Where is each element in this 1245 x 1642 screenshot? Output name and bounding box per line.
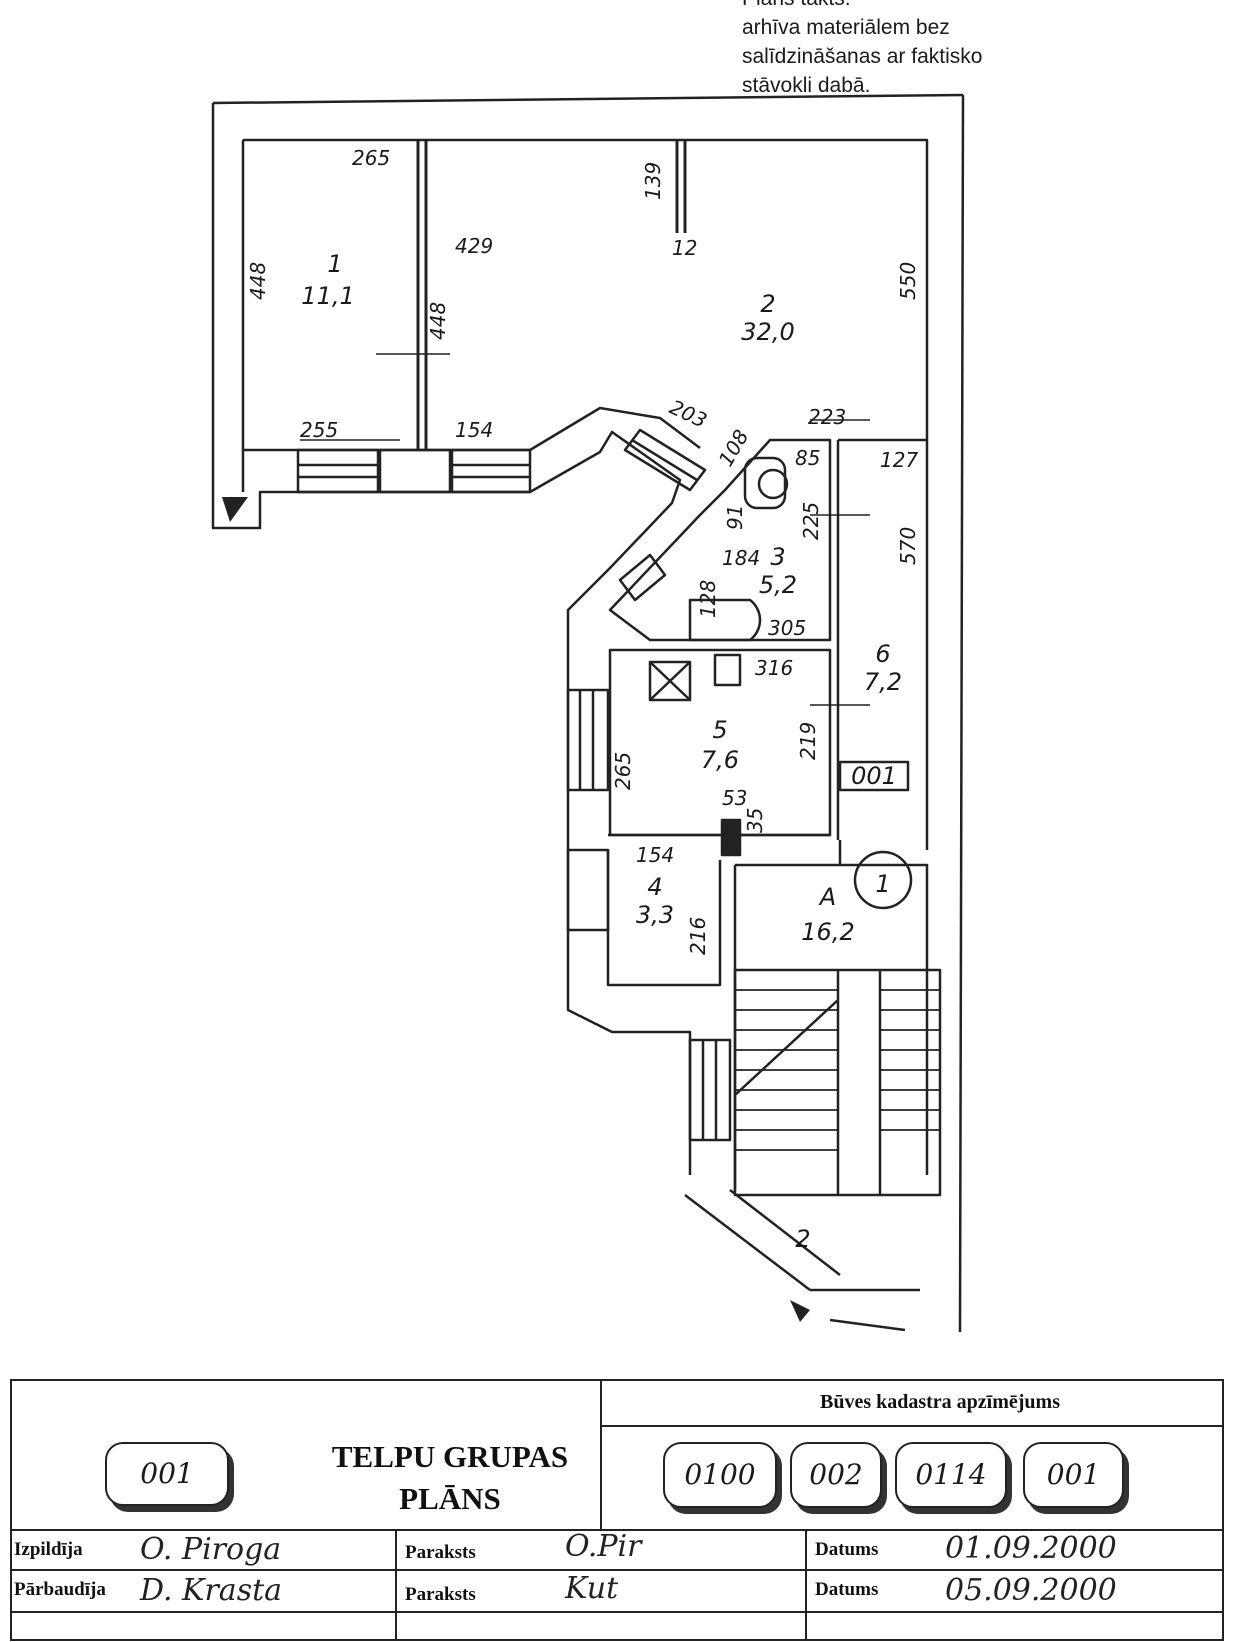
outer-wall-left <box>211 103 692 1175</box>
dim-label: 448 <box>246 262 270 300</box>
dim-label: 305 <box>768 616 806 640</box>
dim-label: 154 <box>455 418 493 442</box>
signature: Kut <box>565 1571 619 1606</box>
checker-name: D. Krasta <box>140 1573 283 1608</box>
date-label: Datums <box>815 1539 879 1560</box>
dim-label: 550 <box>896 262 920 300</box>
room-4-area: 3,3 <box>636 901 674 929</box>
room-6-area: 7,2 <box>864 668 902 696</box>
room-5-area: 7,6 <box>701 746 739 774</box>
group-tag: 001 <box>851 762 897 790</box>
signature-label: Paraksts <box>405 1584 476 1605</box>
cadastre-code-box: 001 <box>1023 1442 1124 1508</box>
title-block: 001 TELPU GRUPAS PLĀNS Būves kadastra ap… <box>10 1379 1224 1641</box>
room-4-number: 4 <box>647 873 662 901</box>
entrance-marker <box>222 497 248 522</box>
room-2-area: 32,0 <box>741 318 794 346</box>
archive-note-line: Plāns takts. <box>742 0 1072 13</box>
plan-title-line2: PLĀNS <box>399 1481 501 1516</box>
dim-label: 216 <box>686 917 710 955</box>
room-a-number: A <box>818 883 836 911</box>
cadastre-code-box: 002 <box>790 1442 882 1508</box>
dim-label: 265 <box>352 146 390 170</box>
group-tag-box <box>838 760 910 792</box>
room-3-area: 5,2 <box>759 571 797 599</box>
dim-label: 154 <box>636 843 674 867</box>
dim-label: 265 <box>611 752 635 790</box>
room-4-walls <box>606 850 722 987</box>
inner-wall-rooms-1-2 <box>243 138 929 850</box>
room-2-number: 2 <box>760 290 775 318</box>
room-3-number: 3 <box>770 543 785 571</box>
dim-label: 128 <box>696 580 720 618</box>
group-number-box: 001 <box>105 1442 229 1506</box>
room-6-number: 6 <box>875 640 890 668</box>
dim-label: 223 <box>808 405 846 429</box>
date-label: Datums <box>815 1579 879 1600</box>
archive-note-line: arhīva materiālem bez <box>742 16 950 39</box>
room-3-walls <box>608 438 832 642</box>
dim-label: 255 <box>300 418 338 442</box>
archive-note-line: salīdzināšanas ar faktisko <box>742 45 983 68</box>
plan-title-line1: TELPU GRUPAS <box>331 1439 569 1474</box>
room-1-area: 11,1 <box>301 282 354 310</box>
dim-label: 12 <box>672 236 697 260</box>
outer-wall-right <box>958 94 965 1333</box>
dim-label: 225 <box>799 502 823 540</box>
signature: O.Pir <box>565 1529 642 1564</box>
dim-label: 570 <box>896 527 920 565</box>
cadastre-code-box: 0100 <box>663 1442 777 1508</box>
dim-label: 429 <box>455 234 493 258</box>
staircase-marker: 1 <box>875 870 890 898</box>
date-value: 05.09.2000 <box>945 1573 1117 1608</box>
room-1-number: 1 <box>327 250 342 278</box>
stair-label: 2 <box>795 1225 810 1253</box>
dim-label: 85 <box>795 446 820 470</box>
dim-label: 127 <box>880 448 918 472</box>
date-value: 01.09.2000 <box>945 1531 1117 1566</box>
cadastre-header: Būves kadastra apzīmējums <box>819 1391 1060 1413</box>
cadastre-code-box: 0114 <box>895 1442 1007 1508</box>
dim-label: 316 <box>755 656 793 680</box>
dim-label: 184 <box>722 546 760 570</box>
outer-wall-top <box>212 93 964 105</box>
staircase-marker-circle <box>853 850 913 910</box>
archive-note-line: stāvokli dabā. <box>742 74 871 97</box>
dim-label: 91 <box>723 505 747 530</box>
archive-note: Plāns takts. arhīva materiālem bez salīd… <box>742 0 1072 100</box>
executor-name: O. Piroga <box>140 1532 282 1567</box>
plan-title: TELPU GRUPAS PLĀNS <box>300 1436 600 1520</box>
room-a-area: 16,2 <box>801 918 854 946</box>
dim-label: 35 <box>743 808 767 833</box>
dim-label: 139 <box>641 162 665 200</box>
role-label: Pārbaudīja <box>14 1579 106 1600</box>
room-5-number: 5 <box>712 716 727 744</box>
role-label: Izpildīja <box>14 1539 83 1560</box>
floor-plan-drawing: 1 11,1 2 32,0 3 5,2 4 3,3 5 7,6 6 7,2 A … <box>211 93 965 1333</box>
stairwell-walls <box>735 863 929 1175</box>
dim-label: 448 <box>426 302 450 340</box>
inner-wall-south <box>241 140 701 452</box>
dim-label: 219 <box>796 722 820 760</box>
dim-label: 53 <box>722 786 747 810</box>
signature-label: Paraksts <box>405 1542 476 1563</box>
